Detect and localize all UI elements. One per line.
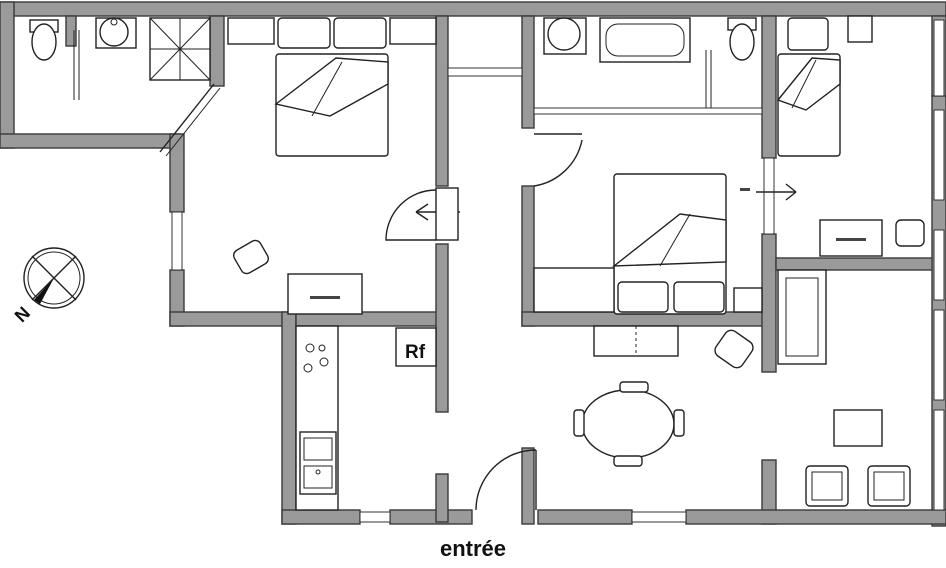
walls xyxy=(0,1,946,527)
compass-north-label: N xyxy=(11,303,34,326)
bedroom-2 xyxy=(533,133,797,315)
living-room xyxy=(573,269,911,507)
entrance-door xyxy=(475,449,537,511)
bedroom-1 xyxy=(227,17,460,315)
bathroom-2 xyxy=(543,17,757,108)
bedroom-3 xyxy=(776,15,925,257)
windows xyxy=(171,19,945,523)
compass-rose: N xyxy=(11,247,85,326)
kitchen: Rf xyxy=(295,325,437,511)
entrance-label: entrée xyxy=(439,536,507,561)
fridge-label: Rf xyxy=(405,342,426,363)
toilet-room xyxy=(29,19,80,100)
shower xyxy=(149,17,211,81)
sink-room xyxy=(95,17,137,49)
